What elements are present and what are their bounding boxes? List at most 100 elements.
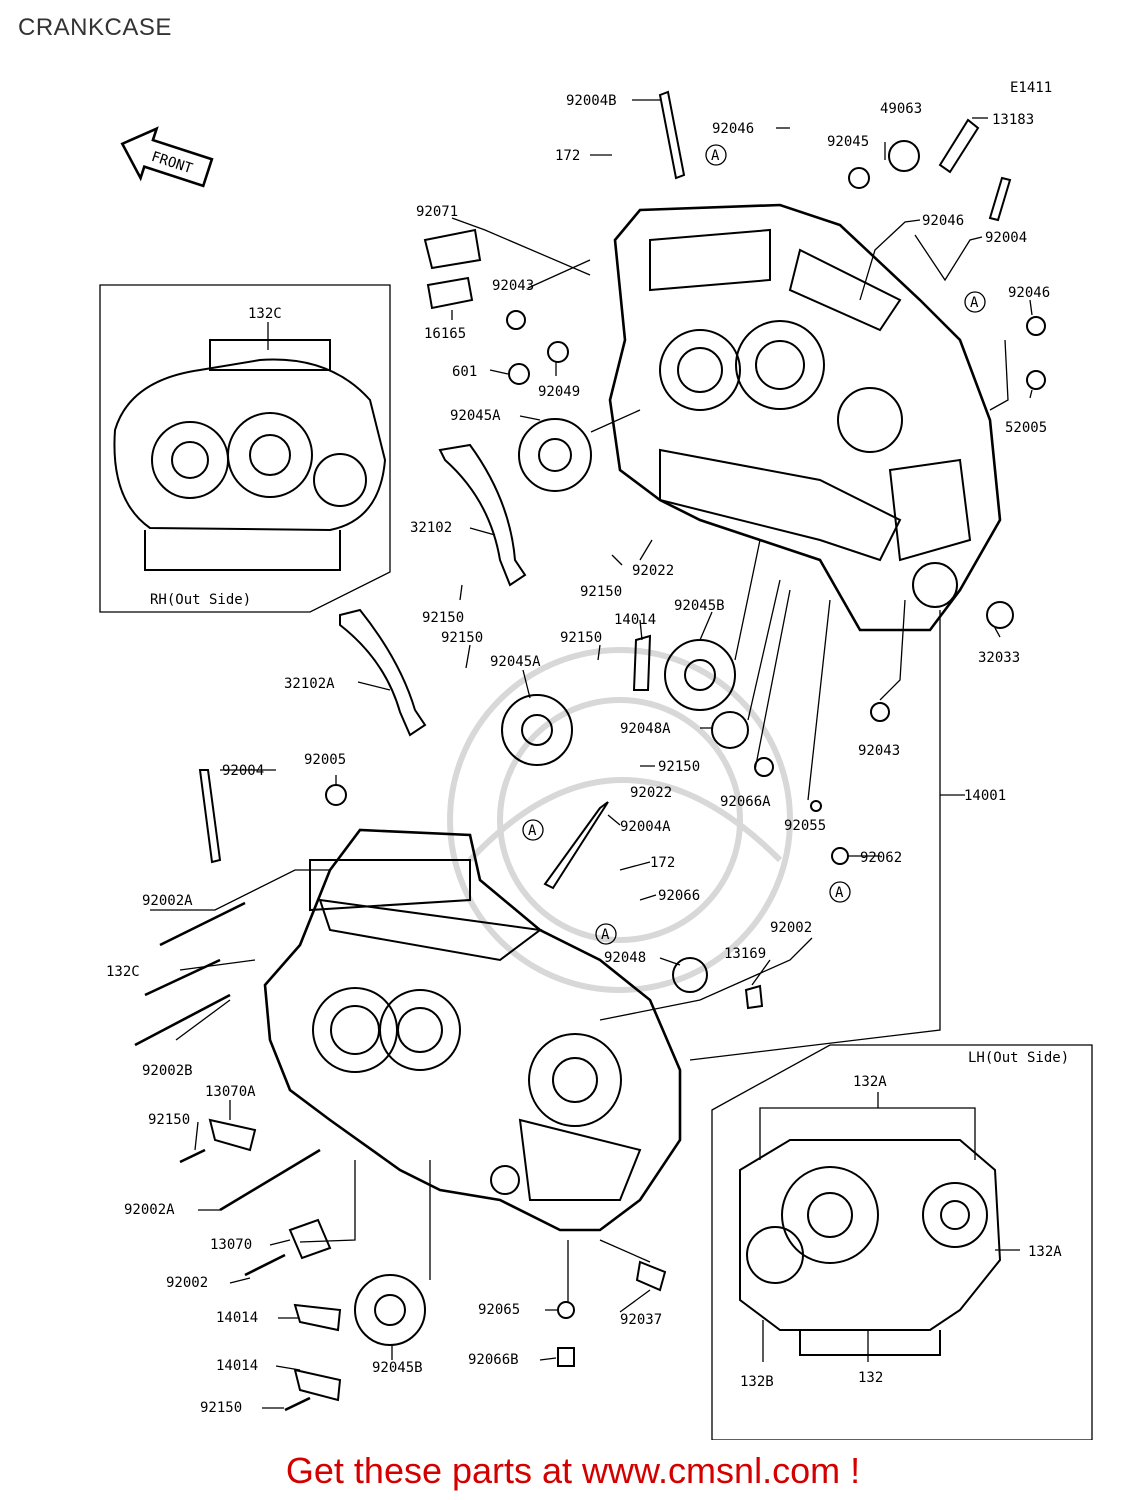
bearing-92045A-lower	[501, 694, 573, 766]
marker-a-3: A	[522, 819, 544, 841]
lh-inset-caption: LH(Out Side)	[968, 1050, 1069, 1066]
label-92045B-b: 92045B	[372, 1360, 423, 1376]
label-32102: 32102	[410, 520, 452, 536]
marker-a-4: A	[829, 881, 851, 903]
label-132C: 132C	[106, 964, 140, 980]
label-13169: 13169	[724, 946, 766, 962]
reference-markers: A A A A A	[522, 144, 986, 945]
bracket-13183	[938, 118, 980, 174]
lh-inset-label-right: 132A	[1028, 1244, 1062, 1260]
label-92150-e: 92150	[658, 759, 700, 775]
svg-text:A: A	[601, 927, 610, 943]
stud-92004-lower	[198, 769, 222, 864]
label-92150-c: 92150	[441, 630, 483, 646]
label-92066B: 92066B	[468, 1352, 519, 1368]
svg-text:A: A	[835, 885, 844, 901]
label-49063: 49063	[880, 101, 922, 117]
bracket-92037	[635, 1260, 667, 1292]
label-92002-b: 92002	[166, 1275, 208, 1291]
label-92065: 92065	[478, 1302, 520, 1318]
label-92045A-b: 92045A	[490, 654, 541, 670]
collar-92066A	[754, 757, 774, 777]
label-92049: 92049	[538, 384, 580, 400]
label-92048A: 92048A	[620, 721, 671, 737]
label-14014-a: 14014	[614, 612, 656, 628]
pipe-32102A	[339, 608, 427, 737]
bolt-92002-lower	[244, 1253, 286, 1277]
oring-601	[508, 363, 530, 385]
label-92002: 92002	[770, 920, 812, 936]
label-92005: 92005	[304, 752, 346, 768]
stud-92004A	[543, 801, 609, 890]
clip-52005	[1026, 370, 1046, 390]
svg-text:A: A	[528, 823, 537, 839]
label-92046-b: 92046	[922, 213, 964, 229]
label-92045: 92045	[827, 134, 869, 150]
collar-92045	[848, 167, 870, 189]
front-arrow-icon: FRONT	[120, 126, 214, 188]
label-172-top: 172	[555, 148, 580, 164]
crankcase-exploded-diagram: E1411 FRONT 132C RH(Out Side) LH(Out Sid…	[99, 80, 1093, 1440]
lh-inset-label-bottom-left: 132B	[740, 1374, 774, 1390]
plug-92066B	[557, 1347, 575, 1367]
stud-92004B	[658, 90, 686, 180]
oring-92055	[810, 800, 822, 812]
svg-text:A: A	[711, 148, 720, 164]
label-92150-g: 92150	[200, 1400, 242, 1416]
label-92045A-a: 92045A	[450, 408, 501, 424]
lh-inset-label-top: 132A	[853, 1074, 887, 1090]
bolt-92150-f	[179, 1148, 206, 1164]
pipe-32102	[438, 443, 527, 587]
label-92043-a: 92043	[492, 278, 534, 294]
label-92066A: 92066A	[720, 794, 771, 810]
seal-92048A	[711, 711, 749, 749]
label-92048: 92048	[604, 950, 646, 966]
part-labels: 92004B 172 92046 92045 49063 13183 92071…	[106, 93, 1050, 1416]
dowel-92043-upper	[506, 310, 526, 330]
watermark-logo	[447, 647, 793, 993]
page-title: CRANKCASE	[18, 14, 172, 41]
rh-inset-label: 132C	[248, 306, 282, 322]
bushing-92046	[1026, 316, 1046, 336]
plate-14014-b	[293, 1303, 342, 1332]
rh-inset: 132C RH(Out Side)	[99, 284, 391, 613]
label-52005: 52005	[1005, 420, 1047, 436]
diagram-code: E1411	[1010, 80, 1052, 96]
label-92046-c: 92046	[1008, 285, 1050, 301]
label-92150-d: 92150	[560, 630, 602, 646]
label-92043-b: 92043	[858, 743, 900, 759]
label-92066: 92066	[658, 888, 700, 904]
stud-92004-top	[988, 176, 1012, 222]
label-172-b: 172	[650, 855, 675, 871]
label-92037: 92037	[620, 1312, 662, 1328]
plug-49063	[888, 140, 920, 172]
label-92150-b: 92150	[422, 610, 464, 626]
upper-crankcase	[608, 203, 1002, 632]
label-92004A: 92004A	[620, 819, 671, 835]
lh-inset-label-bottom: 132	[858, 1370, 883, 1386]
bolt-92150-g	[284, 1396, 311, 1412]
bearing-92045A-upper	[518, 418, 592, 492]
label-32033: 32033	[978, 650, 1020, 666]
dowel-92005	[325, 784, 347, 806]
label-92004-a: 92004	[985, 230, 1027, 246]
label-92062: 92062	[860, 850, 902, 866]
front-label: FRONT	[149, 149, 195, 177]
marker-a-2: A	[964, 291, 986, 313]
bolt-92002A-b	[219, 1148, 321, 1212]
dowel-92049	[547, 341, 569, 363]
label-601: 601	[452, 364, 477, 380]
label-92045B-a: 92045B	[674, 598, 725, 614]
bolt-132C	[144, 958, 221, 997]
plate-14014-c	[293, 1368, 342, 1402]
bolt-92002B	[134, 993, 231, 1047]
label-92002A-a: 92002A	[142, 893, 193, 909]
dowel-92043-lower	[870, 702, 890, 722]
plate-13070A	[208, 1118, 257, 1152]
label-92071: 92071	[416, 204, 458, 220]
footer-link[interactable]: Get these parts at www.cmsnl.com !	[285, 1450, 861, 1491]
cover-92071	[423, 228, 482, 270]
leader-lines	[150, 99, 1033, 1409]
label-13183: 13183	[992, 112, 1034, 128]
label-32102A: 32102A	[284, 676, 335, 692]
